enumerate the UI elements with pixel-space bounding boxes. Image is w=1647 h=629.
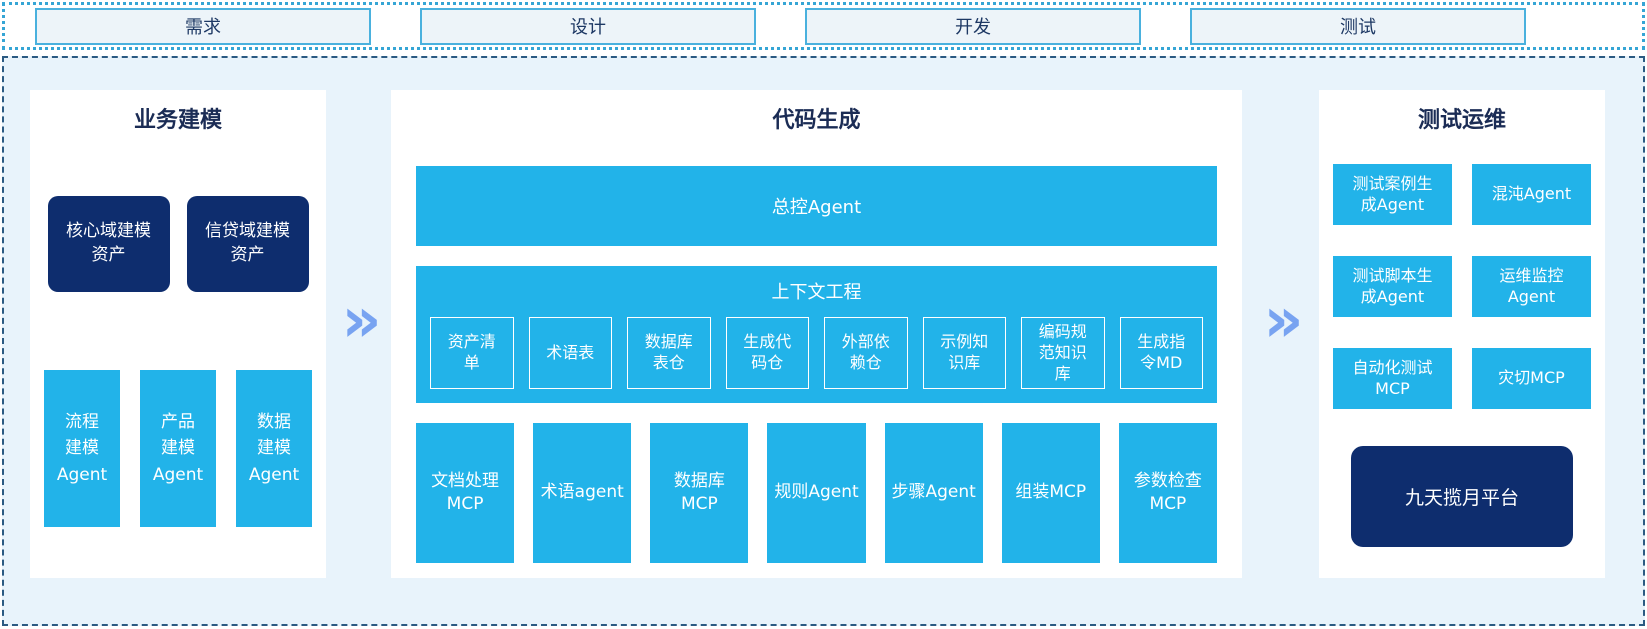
main-container: 业务建模 核心域建模 资产 信贷域建模 资产 流程 建模 Agent 产品 建模…: [2, 56, 1645, 626]
node-ops-monitoring-agent: 运维监控 Agent: [1472, 256, 1591, 317]
node-test-case-generation-agent: 测试案例生 成Agent: [1333, 164, 1452, 225]
flow-arrow-icon: »: [341, 283, 381, 356]
code-generation-title: 代码生成: [772, 108, 861, 133]
node-terminology-agent: 术语agent: [533, 423, 632, 564]
node-document-processing-mcp: 文档处理 MCP: [416, 423, 515, 564]
node-generated-code-repo: 生成代 码仓: [725, 317, 809, 390]
node-test-script-generation-agent: 测试脚本生 成Agent: [1333, 256, 1452, 317]
node-disaster-switch-mcp: 灾切MCP: [1472, 348, 1591, 409]
node-chaos-agent: 混沌Agent: [1472, 164, 1591, 225]
phase-development: 开发: [805, 7, 1141, 45]
node-parameter-check-mcp: 参数检查 MCP: [1118, 423, 1217, 564]
node-rule-agent: 规则Agent: [767, 423, 866, 564]
node-asset-list: 资产清 单: [430, 317, 514, 390]
node-glossary: 术语表: [528, 317, 612, 390]
node-core-domain-assets: 核心域建模 资产: [47, 196, 170, 292]
node-generation-instruction-md: 生成指 令MD: [1119, 317, 1203, 390]
node-master-agent: 总控Agent: [416, 166, 1217, 246]
node-example-knowledge-base: 示例知 识库: [922, 317, 1006, 390]
context-engineering-group: 上下文工程 资产清 单 术语表 数据库 表仓 生成代 码仓 外部依 赖仓 示例知…: [416, 266, 1217, 404]
business-modeling-title: 业务建模: [133, 108, 222, 133]
mcp-agent-row: 文档处理 MCP 术语agent 数据库 MCP 规则Agent 步骤Agent…: [416, 423, 1217, 564]
node-product-modeling-agent: 产品 建模 Agent: [140, 370, 216, 527]
node-database-mcp: 数据库 MCP: [650, 423, 749, 564]
context-engineering-title: 上下文工程: [771, 282, 862, 303]
panel-business-modeling: 业务建模 核心域建模 资产 信贷域建模 资产 流程 建模 Agent 产品 建模…: [30, 90, 326, 578]
test-ops-title: 测试运维: [1417, 108, 1506, 133]
node-process-modeling-agent: 流程 建模 Agent: [44, 370, 120, 527]
phase-design: 设计: [420, 7, 756, 45]
node-assembly-mcp: 组装MCP: [1001, 423, 1100, 564]
phase-band: 需求 设计 开发 测试: [2, 2, 1645, 50]
node-jiutian-lanyue-platform: 九天揽月平台: [1351, 446, 1573, 547]
node-db-table-repo: 数据库 表仓: [627, 317, 711, 390]
flow-gap-1: »: [326, 90, 391, 578]
node-external-dependency-repo: 外部依 赖仓: [824, 317, 908, 390]
phase-requirements: 需求: [35, 7, 371, 45]
modeling-asset-row: 核心域建模 资产 信贷域建模 资产: [30, 196, 326, 292]
panel-test-ops: 测试运维 测试案例生 成Agent 混沌Agent 测试脚本生 成Agent 运…: [1319, 90, 1605, 578]
context-item-row: 资产清 单 术语表 数据库 表仓 生成代 码仓 外部依 赖仓 示例知 识库 编码…: [430, 317, 1203, 390]
modeling-agent-row: 流程 建模 Agent 产品 建模 Agent 数据 建模 Agent: [30, 370, 326, 527]
test-ops-grid: 测试案例生 成Agent 混沌Agent 测试脚本生 成Agent 运维监控 A…: [1319, 164, 1605, 409]
node-step-agent: 步骤Agent: [884, 423, 983, 564]
flow-arrow-icon: »: [1263, 283, 1303, 356]
panel-code-generation: 代码生成 总控Agent 上下文工程 资产清 单 术语表 数据库 表仓 生成代 …: [391, 90, 1242, 578]
node-automated-testing-mcp: 自动化测试 MCP: [1333, 348, 1452, 409]
phase-testing: 测试: [1190, 7, 1526, 45]
node-coding-standard-knowledge-base: 编码规 范知识 库: [1021, 317, 1105, 390]
node-data-modeling-agent: 数据 建模 Agent: [236, 370, 312, 527]
flow-gap-2: »: [1242, 90, 1319, 578]
node-credit-domain-assets: 信贷域建模 资产: [186, 196, 309, 292]
